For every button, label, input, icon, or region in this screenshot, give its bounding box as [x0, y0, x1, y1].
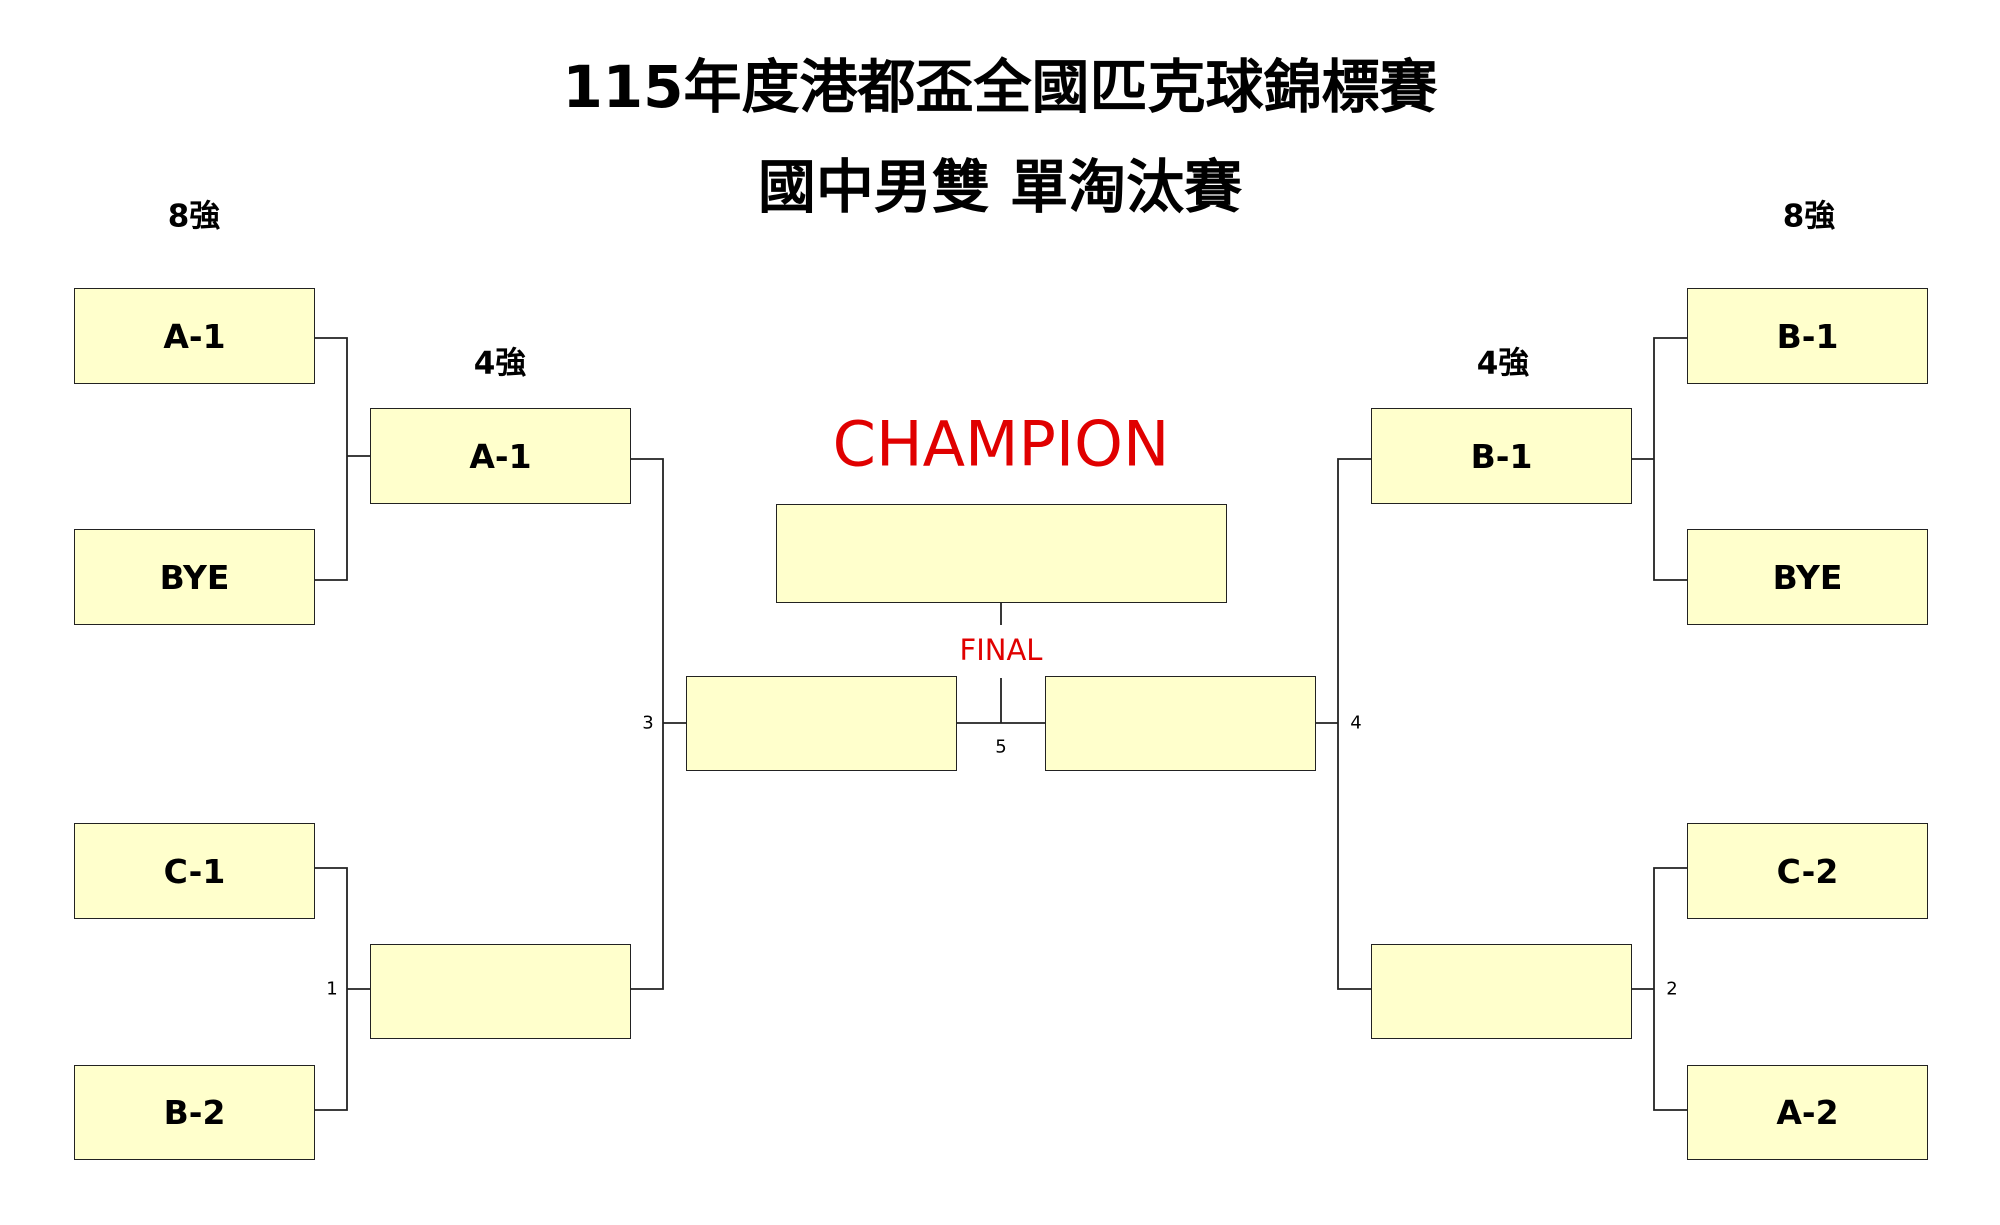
left-r8-slot-2: BYE [74, 529, 315, 625]
round-label-4-left: 4強 [473, 345, 527, 382]
right-r8-slot-1: B-1 [1687, 288, 1928, 384]
tournament-title: 115年度港都盃全國匹克球錦標賽 [562, 53, 1438, 121]
right-semi-slot [1045, 676, 1316, 771]
champion-label: CHAMPION [832, 407, 1170, 481]
connector-right-top [1631, 337, 1687, 581]
left-r4-slot-1: A-1 [370, 408, 631, 504]
champion-slot [776, 504, 1227, 603]
match-number-4: 4 [1350, 712, 1362, 734]
right-r8-slot-3: C-2 [1687, 823, 1928, 919]
round-label-8-right: 8強 [1782, 198, 1836, 235]
match-number-1: 1 [326, 978, 338, 1000]
match-number-2: 2 [1666, 978, 1678, 1000]
match-number-5: 5 [995, 736, 1007, 758]
connector-final [957, 602, 1045, 724]
round-label-8-left: 8強 [167, 198, 221, 235]
right-r4-slot-2 [1371, 944, 1632, 1039]
left-r8-slot-3: C-1 [74, 823, 315, 919]
final-label: FINAL [959, 633, 1043, 667]
match-number-3: 3 [642, 712, 654, 734]
left-r8-slot-4: B-2 [74, 1065, 315, 1160]
right-r8-slot-4: A-2 [1687, 1065, 1928, 1160]
right-r4-slot-1: B-1 [1371, 408, 1632, 504]
left-r8-slot-1: A-1 [74, 288, 315, 384]
right-r8-slot-2: BYE [1687, 529, 1928, 625]
connector-left-semi [630, 458, 686, 990]
round-label-4-right: 4強 [1476, 345, 1530, 382]
connector-right-semi [1315, 458, 1371, 990]
connector-left-top [314, 337, 370, 581]
connector-right-bottom [1631, 867, 1687, 1111]
left-semi-slot [686, 676, 957, 771]
connector-left-bottom [314, 867, 370, 1111]
event-subtitle: 國中男雙 單淘汰賽 [757, 153, 1243, 221]
left-r4-slot-2 [370, 944, 631, 1039]
